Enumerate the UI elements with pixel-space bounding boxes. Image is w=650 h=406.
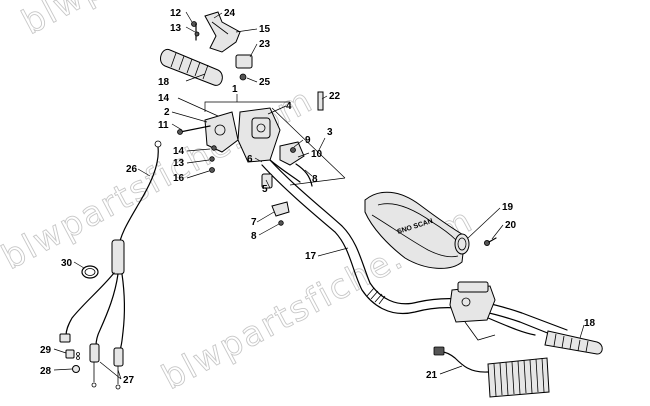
- callout-28: 28: [40, 366, 52, 377]
- left-grip: [160, 48, 223, 86]
- callout-4: 4: [286, 101, 292, 112]
- callout-1: 1: [232, 84, 238, 95]
- watermark-top: blwpartsfiche.com: [15, 0, 340, 43]
- callout-15: 15: [259, 24, 271, 35]
- throttle-washer-13: [194, 31, 200, 37]
- callout-3: 3: [327, 127, 333, 138]
- callout-19: 19: [502, 202, 514, 213]
- callout-10: 10: [311, 149, 323, 160]
- callout-5: 5: [262, 184, 268, 195]
- callout-13: 13: [173, 158, 185, 169]
- callout-8: 8: [251, 231, 257, 242]
- right-grip: [544, 330, 603, 355]
- callout-27: 27: [123, 375, 135, 386]
- callout-16: 16: [173, 173, 185, 184]
- callout-21: 21: [426, 370, 438, 381]
- callout-29: 29: [40, 345, 52, 356]
- cable-strap-30: [81, 265, 99, 279]
- callout-11: 11: [158, 120, 169, 131]
- callout-18-right: 18: [584, 318, 596, 329]
- callout-2: 2: [164, 107, 170, 118]
- callout-14: 14: [173, 146, 185, 157]
- pad-screw: [483, 237, 497, 246]
- callout-26: 26: [126, 164, 138, 175]
- callout-25: 25: [259, 77, 271, 88]
- pin-22: [317, 91, 324, 111]
- callout-14-top: 14: [158, 93, 170, 104]
- callout-6: 6: [247, 154, 253, 165]
- kill-switch-5: [261, 173, 273, 189]
- callout-7: 7: [251, 217, 257, 228]
- connectors: [65, 349, 80, 373]
- callout-17: 17: [305, 251, 317, 262]
- callout-12: 12: [170, 8, 182, 19]
- callout-30: 30: [61, 258, 73, 269]
- throttle-lever: [191, 11, 253, 81]
- leader-lines: [53, 11, 585, 380]
- callout-18-left: 18: [158, 77, 170, 88]
- heater-grid: [493, 357, 545, 397]
- callout-9: 9: [305, 135, 311, 146]
- housing-hardware: [177, 91, 324, 173]
- grip-heater-element: [433, 346, 550, 398]
- throttle-cover: [235, 54, 253, 69]
- callout-22: 22: [329, 91, 341, 102]
- brake-master-cylinder: [449, 281, 536, 341]
- switch-housing: [204, 107, 313, 189]
- callout-numbers: 12 13 24 15 23 18 25 1 14 2 11 4 22 3 9 …: [40, 8, 596, 386]
- callout-8-right: 8: [312, 174, 318, 185]
- throttle-screw-25: [239, 73, 247, 81]
- callout-20: 20: [505, 220, 517, 231]
- callout-13-top: 13: [170, 23, 182, 34]
- bracket-7: [271, 201, 290, 226]
- callout-24: 24: [224, 8, 236, 19]
- group-brackets: [204, 94, 346, 186]
- callout-23: 23: [259, 39, 271, 50]
- handlebar-pad: SNO SCAN: [364, 191, 470, 269]
- wiring-harness: [59, 140, 162, 390]
